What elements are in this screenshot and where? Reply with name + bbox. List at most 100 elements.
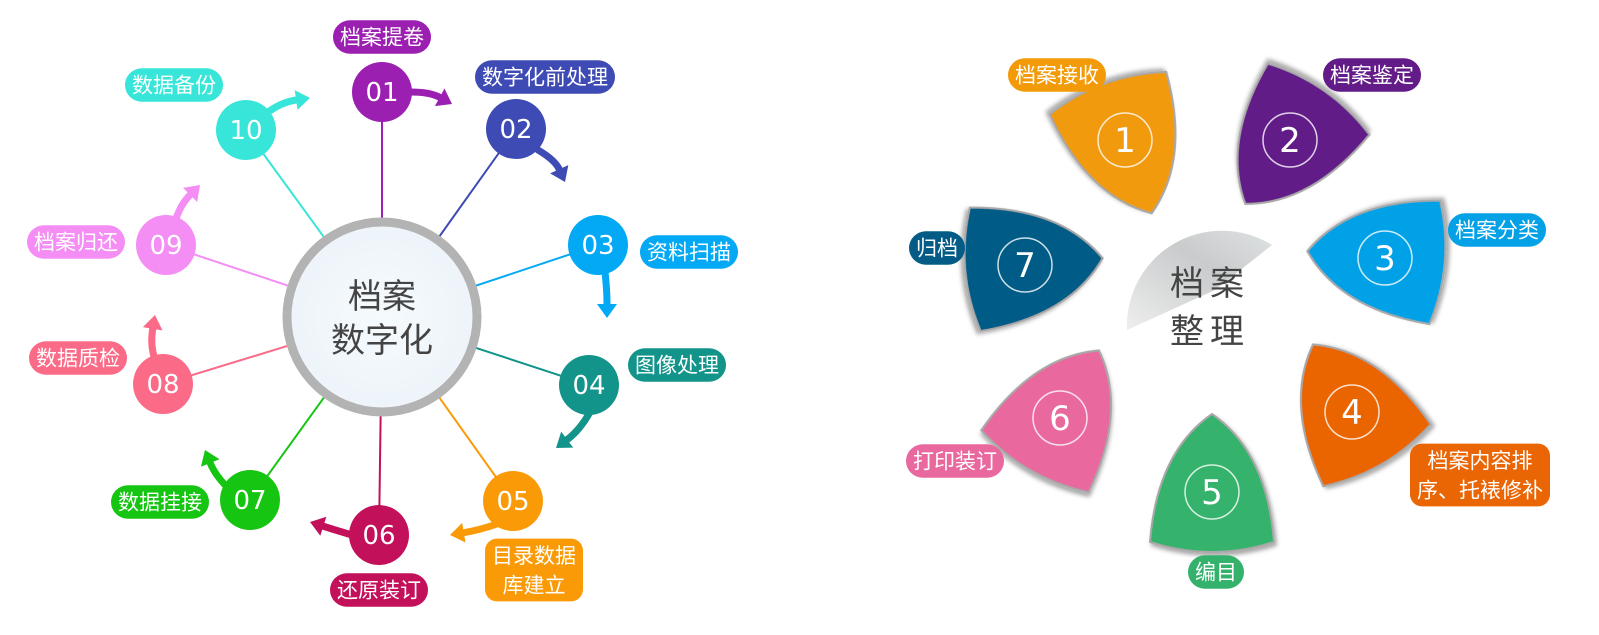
- petal-shape: [1236, 62, 1371, 205]
- hub-title-line-1: 档案: [1170, 264, 1250, 304]
- label-text: 档案提卷: [340, 26, 424, 50]
- label-text: 档案归还: [34, 231, 118, 255]
- step-number: 10: [229, 116, 262, 146]
- step-number: 1: [1114, 121, 1136, 161]
- step-label: 数据备份: [125, 68, 223, 102]
- step-number: 06: [362, 521, 395, 551]
- hub-circle: [282, 217, 482, 417]
- label-pill-bg: [485, 538, 583, 602]
- arrow-head-icon: [597, 304, 617, 318]
- step-label: 档案归还: [27, 225, 125, 259]
- curved-arrow-icon: [264, 96, 300, 116]
- label-pill-bg: [1448, 213, 1546, 247]
- step-label: 数据挂接: [111, 485, 209, 519]
- arrow-head-icon: [550, 165, 569, 182]
- petal-shape: [1048, 70, 1177, 215]
- step-number: 4: [1341, 393, 1363, 433]
- petal-shape: [1306, 199, 1447, 326]
- step-petal-5: 5 编目: [1148, 412, 1276, 589]
- arrow-head-icon: [183, 185, 200, 202]
- step-petal-2: 2 档案鉴定: [1236, 58, 1421, 205]
- number-ring: [1184, 464, 1240, 520]
- label-pill-bg: [125, 68, 223, 102]
- arrow-head-icon: [434, 88, 452, 107]
- label-text: 数据挂接: [118, 491, 202, 515]
- step-label: 档案接收: [1008, 58, 1106, 92]
- step-node-03: 03 资料扫描: [568, 215, 738, 318]
- label-text: 库建立: [503, 573, 566, 597]
- label-pill-bg: [333, 20, 431, 54]
- step-label: 还原装订: [330, 573, 428, 607]
- label-pill-bg: [27, 225, 125, 259]
- arrow-head-icon: [294, 90, 310, 110]
- curved-arrow-icon: [319, 522, 356, 539]
- petal-shape: [980, 349, 1113, 494]
- label-pill-bg: [906, 444, 1004, 478]
- step-number: 03: [581, 231, 614, 261]
- number-ring: [1097, 112, 1153, 168]
- arrow-head-icon: [310, 516, 327, 536]
- step-label: 档案鉴定: [1323, 58, 1421, 92]
- label-pill-bg: [111, 485, 209, 519]
- step-number: 6: [1049, 399, 1071, 439]
- number-ring: [1357, 230, 1413, 286]
- step-label: 资料扫描: [640, 235, 738, 269]
- hub-title-line-1: 档案: [348, 277, 416, 317]
- label-text: 序、托裱修补: [1417, 478, 1543, 502]
- petal-shape: [1148, 412, 1276, 553]
- curved-arrow-icon: [406, 88, 444, 101]
- step-number: 01: [365, 78, 398, 108]
- curved-arrow-icon: [601, 268, 611, 308]
- step-number: 07: [233, 486, 266, 516]
- step-node-07: 07 数据挂接: [111, 450, 280, 530]
- step-label: 数字化前处理: [475, 60, 615, 94]
- step-node-01: 01 档案提卷: [333, 20, 452, 122]
- label-pill-bg: [909, 231, 965, 265]
- step-number: 05: [496, 487, 529, 517]
- number-ring: [1262, 112, 1318, 168]
- step-petal-7: 7归档: [909, 206, 1104, 333]
- label-text: 图像处理: [635, 354, 719, 378]
- number-ring: [997, 237, 1053, 293]
- petal-shape: [963, 206, 1104, 333]
- label-text: 资料扫描: [647, 241, 731, 265]
- label-pill-bg: [1410, 443, 1550, 507]
- label-pill-bg: [475, 60, 615, 94]
- label-pill-bg: [1323, 58, 1421, 92]
- step-number-circle: [349, 505, 409, 565]
- step-label: 归档: [909, 231, 965, 265]
- step-petal-1: 1 档案接收: [1008, 58, 1177, 215]
- step-number: 5: [1201, 473, 1223, 513]
- step-number: 2: [1279, 121, 1301, 161]
- label-text: 编目: [1195, 561, 1237, 585]
- arrow-head-icon: [200, 450, 220, 467]
- step-number-circle: [352, 62, 412, 122]
- step-node-06: 06 还原装订: [310, 505, 428, 607]
- label-text: 数字化前处理: [482, 66, 608, 90]
- hub-title-line-2: 数字化: [331, 321, 433, 361]
- step-number-circle: [559, 355, 619, 415]
- label-text: 档案接收: [1015, 64, 1099, 88]
- label-text: 档案分类: [1455, 219, 1539, 243]
- step-label: 档案分类: [1448, 213, 1546, 247]
- label-pill-bg: [1188, 555, 1244, 589]
- hub-title-line-2: 整理: [1170, 312, 1250, 352]
- label-text: 数据质检: [36, 347, 120, 371]
- step-number-circle: [220, 470, 280, 530]
- step-label: 编目: [1188, 555, 1244, 589]
- step-label: 档案提卷: [333, 20, 431, 54]
- hub-archive-digitization: 档案 数字化: [282, 217, 482, 417]
- number-ring: [1324, 384, 1380, 440]
- label-pill-bg: [29, 341, 127, 375]
- step-number-circle: [486, 99, 546, 159]
